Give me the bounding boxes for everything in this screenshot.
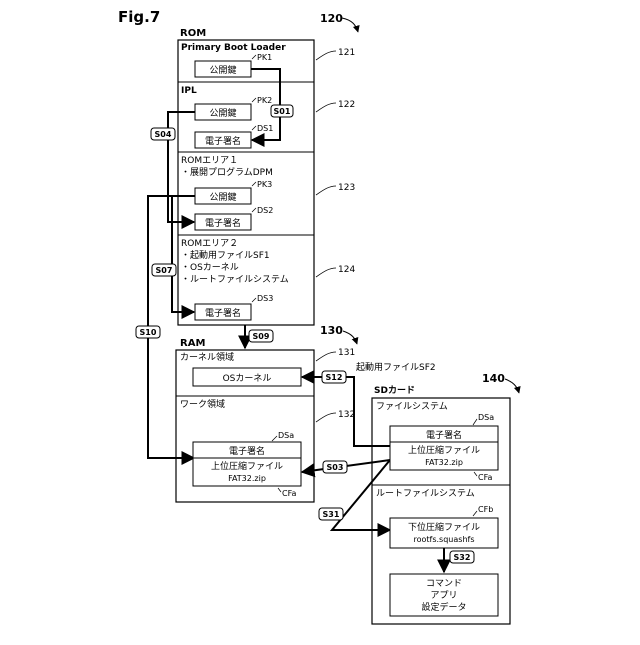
sd-rootfs-title: ルートファイルシステム [376, 488, 475, 499]
ds2-tag: DS2 [257, 206, 273, 215]
step-s09-label: S09 [253, 332, 270, 341]
work-ref-leader [316, 413, 336, 422]
step-s12-label: S12 [326, 373, 343, 382]
ds1-tag: DS1 [257, 124, 273, 133]
pk2-tag: PK2 [257, 96, 272, 105]
ram-sig-tag-leader [272, 436, 277, 441]
pk1-tag-leader [252, 55, 256, 59]
boot-ref: 121 [338, 48, 355, 58]
ram-file-line2: FAT32.zip [228, 474, 266, 483]
cmd-line-1: コマンド [426, 579, 462, 589]
rootfs-file-line1: 下位圧縮ファイル [408, 521, 480, 533]
pk1-box-label: 公開鍵 [209, 64, 236, 76]
cmd-line-3: 設定データ [421, 601, 466, 613]
sd-label: SDカード [374, 385, 415, 396]
sd-file-tag-leader [474, 472, 477, 476]
step-s01-label: S01 [274, 107, 291, 116]
ipl-ref-leader [316, 103, 336, 112]
ram-label: RAM [180, 338, 205, 349]
pk3-box-label: 公開鍵 [209, 191, 236, 203]
rom-label: ROM [180, 28, 206, 39]
ds2-tag-leader [252, 208, 256, 212]
boot-title: Primary Boot Loader [181, 43, 286, 53]
kernel-ref: 131 [338, 348, 355, 358]
area2-item-3: ・ルートファイルシステム [181, 274, 289, 285]
area2-title: ROMエリア２ [181, 239, 238, 249]
step-s07-label: S07 [156, 266, 173, 275]
sd-sig-tag-leader [473, 419, 477, 425]
work-ref: 132 [338, 410, 355, 420]
kernel-title: カーネル領域 [180, 351, 234, 363]
pk2-box-label: 公開鍵 [209, 107, 236, 119]
ram-ref: 130 [320, 324, 343, 337]
step-s32-label: S32 [454, 553, 471, 562]
sd-ref: 140 [482, 372, 505, 385]
rom-ref: 120 [320, 12, 343, 25]
os-kernel-label: OSカーネル [223, 373, 272, 384]
pk3-tag-leader [252, 182, 256, 186]
area2-item-2: ・OSカーネル [181, 262, 239, 273]
area1-ref-leader [316, 186, 336, 195]
ipl-ref: 122 [338, 100, 355, 110]
ram-file-tag-leader [278, 488, 281, 492]
area2-ref-leader [316, 268, 336, 277]
rom-ref-leader [342, 18, 358, 32]
area2-item-1: ・起動用ファイルSF1 [181, 250, 270, 261]
sd-ref-leader [505, 379, 519, 393]
sd-file-tag: CFa [478, 473, 492, 482]
ram-file-line1: 上位圧縮ファイル [211, 460, 283, 472]
kernel-ref-leader [316, 352, 336, 361]
ram-ref-leader [343, 331, 357, 344]
boot-ref-leader [316, 51, 336, 60]
ds1-box-label: 電子署名 [205, 135, 241, 147]
sd-sig-label: 電子署名 [426, 429, 462, 441]
area1-item: ・展開プログラムDPM [181, 166, 273, 178]
step-s10-label: S10 [140, 328, 157, 337]
ds3-tag-leader [252, 298, 256, 302]
sf2-label: 起動用ファイルSF2 [356, 362, 436, 373]
ram-sig-tag: DSa [278, 431, 294, 440]
sd-file-line1: 上位圧縮ファイル [408, 444, 480, 456]
step-s31-label: S31 [323, 510, 340, 519]
ds1-tag-leader [252, 126, 256, 130]
rootfs-file-tag-leader [473, 511, 477, 516]
area1-ref: 123 [338, 183, 355, 193]
cmd-line-2: アプリ [430, 590, 457, 601]
sd-sig-tag: DSa [478, 413, 494, 422]
step-s04-label: S04 [155, 130, 172, 139]
ds3-box-label: 電子署名 [205, 307, 241, 319]
sd-file-line2: FAT32.zip [425, 458, 463, 467]
ipl-title: IPL [181, 86, 197, 96]
rootfs-file-line2: rootfs.squashfs [413, 535, 474, 544]
pk1-tag: PK1 [257, 53, 272, 62]
pk2-tag-leader [252, 98, 256, 102]
work-title: ワーク領域 [180, 398, 225, 410]
pk3-tag: PK3 [257, 180, 272, 189]
ram-file-tag: CFa [282, 489, 296, 498]
rootfs-file-tag: CFb [478, 505, 493, 514]
area1-title: ROMエリア１ [181, 156, 238, 166]
step-s03-label: S03 [327, 463, 344, 472]
ds2-box-label: 電子署名 [205, 217, 241, 229]
ram-sig-label: 電子署名 [229, 445, 265, 457]
area2-ref: 124 [338, 265, 355, 275]
figure-label: Fig.7 [118, 8, 160, 26]
sd-fs-title: ファイルシステム [376, 401, 448, 412]
ds3-tag: DS3 [257, 294, 273, 303]
